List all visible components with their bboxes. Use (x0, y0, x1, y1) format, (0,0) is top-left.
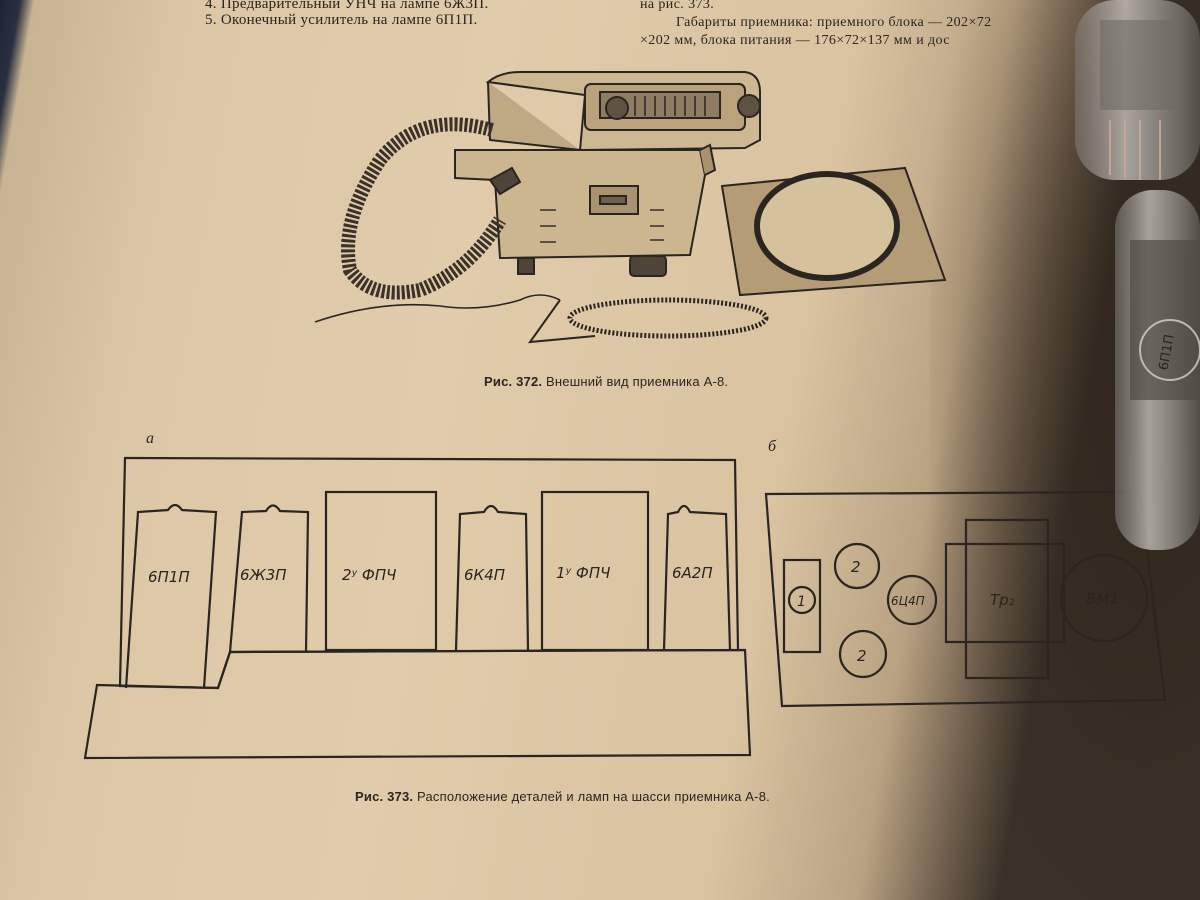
tube-6a2p-outline (662, 504, 732, 651)
vacuum-tube-upper (1075, 0, 1200, 180)
tube-6zh3p-outline (228, 504, 310, 653)
figure-number: Рис. 372. (484, 374, 543, 389)
tube-label-6a2p: 6А2П (672, 564, 713, 582)
filter-label-1: 1ʸ ФПЧ (556, 564, 610, 582)
text-line: ×202 мм, блока питания — 176×72×137 мм и… (640, 33, 950, 48)
tube-marking: 6П1П (1157, 333, 1178, 371)
component-2b-circle (838, 629, 888, 679)
text-line: на рис. 373. (640, 0, 715, 12)
vacuum-tube-lower: 6П1П (1115, 190, 1200, 550)
top-text-right: на рис. 373. Габариты приемника: приемно… (640, 0, 992, 50)
component-1-circle (787, 585, 817, 615)
filter-2-outline (324, 490, 438, 652)
tube-6c4p-circle (886, 574, 938, 626)
chassis-panel-b (764, 490, 1167, 708)
tube-label-6p1p: 6П1П (148, 568, 190, 586)
caption-text: Внешний вид приемника А-8. (546, 374, 729, 389)
figure-372-caption: Рис. 372. Внешний вид приемника А-8. (484, 374, 728, 389)
component-label-2b: 2 (857, 647, 867, 665)
transformer-core (964, 518, 1050, 680)
bm1-circle (1059, 553, 1149, 643)
text-line: Габариты приемника: приемного блока — 20… (676, 15, 992, 30)
chassis-panel-a (83, 456, 752, 760)
tube-6p1p-outline (124, 503, 218, 689)
caption-text: Расположение деталей и ламп на шасси при… (417, 789, 770, 804)
tube-label-6zh3p: 6Ж3П (240, 566, 287, 584)
tube-label-6k4p: 6К4П (464, 566, 505, 584)
component-1-outline (782, 558, 822, 654)
text-line: 5. Оконечный усилитель на лампе 6П1П. (205, 12, 478, 28)
tube-6k4p-outline (454, 504, 530, 651)
tube-label-6c4p: 6Ц4П (891, 594, 925, 608)
component-label-2a: 2 (851, 558, 861, 576)
figure-number: Рис. 373. (355, 789, 414, 804)
text-line: 4. Предварительный УНЧ на лампе 6Ж3П. (205, 0, 489, 12)
filter-1-outline (540, 490, 650, 652)
filter-label-2: 2ʸ ФПЧ (342, 566, 396, 584)
transformer-frame (944, 542, 1066, 644)
figure-373-caption: Рис. 373. Расположение деталей и ламп на… (355, 789, 770, 804)
panel-a-letter: а (146, 430, 154, 447)
top-text-left: 4. Предварительный УНЧ на лампе 6Ж3П. 5.… (205, 0, 489, 28)
component-label-1: 1 (797, 594, 806, 610)
panel-b-letter: б (768, 438, 777, 455)
transformer-label: Tр₂ (990, 591, 1015, 609)
bm1-label: BM1 (1086, 590, 1119, 608)
component-2a-circle (833, 542, 881, 590)
